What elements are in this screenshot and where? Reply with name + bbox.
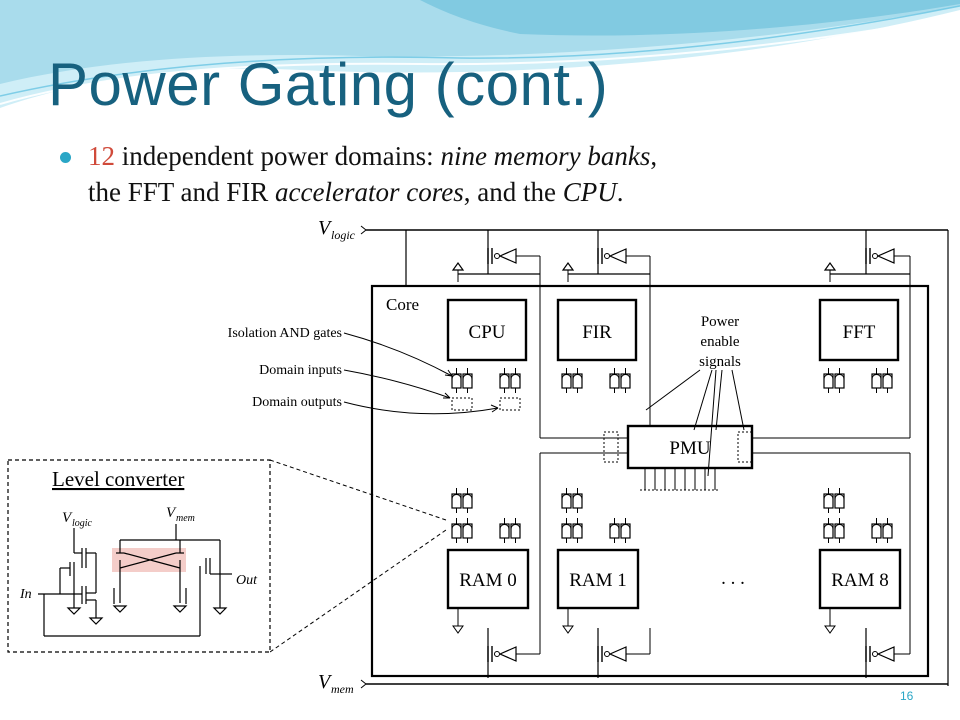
bullet-accelerator-cores: accelerator cores	[275, 177, 464, 207]
fir-block	[556, 298, 638, 362]
bullet-line2: the FFT and FIR	[88, 177, 276, 207]
vlogic-subscript: logic	[331, 228, 356, 242]
fft-output-gates-icon	[871, 367, 893, 394]
bullet-part1: independent power domains:	[115, 141, 441, 171]
callout-arrows	[343, 332, 499, 415]
level-converter-title: Level converter	[52, 467, 184, 491]
power-switch-ram8	[865, 628, 911, 678]
ram1-label: RAM 1	[569, 570, 627, 591]
ram0-block	[446, 548, 530, 610]
fft-label: FFT	[843, 322, 876, 343]
slide-title: Power Gating (cont.)	[48, 51, 609, 118]
power-enable-label-3: signals	[699, 354, 741, 370]
vmem-label: V	[318, 671, 333, 693]
ram8-block	[818, 548, 902, 610]
pmu-right-port	[737, 431, 753, 463]
domain-output-port	[499, 397, 521, 411]
header-wave-decoration	[0, 0, 960, 108]
pmu-left-port	[603, 431, 619, 463]
cpu-label: CPU	[469, 322, 506, 343]
lc-vmem-subscript: mem	[176, 513, 195, 524]
fft-input-gates-icon	[823, 367, 845, 394]
bullet-part3: , and the	[463, 177, 563, 207]
fir-output-gates-icon	[609, 367, 631, 394]
ram1-output-gates-icon	[609, 517, 631, 544]
ram1-block	[556, 548, 640, 610]
cpu-input-gates-icon	[451, 367, 473, 394]
vlogic-label: V	[318, 217, 333, 239]
power-enable-arrows	[645, 369, 745, 477]
bullet-cpu: CPU	[562, 177, 617, 207]
fir-input-gates-icon	[561, 367, 583, 394]
lc-vlogic-subscript: logic	[72, 518, 93, 529]
zoom-line-bottom	[269, 529, 447, 653]
ram0-output-gates-icon	[499, 517, 521, 544]
ram0-upper-gates-icon	[451, 487, 473, 514]
ram8-lower-gates-icon	[823, 517, 845, 544]
vlogic-rail-arrow-icon	[360, 225, 367, 235]
zoom-line-top	[269, 459, 447, 521]
fft-block	[818, 298, 900, 362]
lc-vlogic-label: V	[62, 510, 73, 526]
lc-in-label: In	[19, 587, 32, 602]
bullet-part2: ,	[650, 141, 658, 171]
power-domain-diagram: V logic Core CPU FIR	[7, 217, 949, 696]
bullet-text: 12 independent power domains: nine memor…	[88, 138, 928, 210]
page-number: 16	[900, 689, 914, 703]
fir-supply-arrow-icon	[562, 262, 574, 283]
isolation-gates-label: Isolation AND gates	[228, 326, 342, 341]
fir-label: FIR	[582, 322, 612, 343]
cpu-supply-arrow-icon	[452, 262, 464, 283]
domain-input-port	[451, 397, 473, 411]
vmem-rail-arrow-icon	[360, 679, 367, 689]
bullet-memory-banks: nine memory banks	[440, 141, 651, 171]
domain-count: 12	[88, 141, 115, 171]
ram-supply-arrows	[452, 608, 836, 634]
pmu-enable-signal-lines	[640, 468, 720, 491]
lc-vmem-label: V	[166, 505, 177, 521]
power-enable-label-1: Power	[701, 314, 739, 330]
ram1-upper-gates-icon	[561, 487, 583, 514]
bullet-dot-icon	[60, 152, 71, 163]
ram-ellipsis: . . .	[721, 568, 745, 589]
core-label: Core	[386, 295, 419, 314]
fft-supply-arrow-icon	[824, 262, 836, 283]
domain-inputs-label: Domain inputs	[259, 363, 342, 378]
pmu-label: PMU	[669, 438, 710, 459]
core-boundary	[370, 284, 930, 678]
domain-outputs-label: Domain outputs	[252, 395, 342, 410]
pmu-block	[626, 424, 754, 470]
ram8-upper-gates-icon	[823, 487, 845, 514]
cpu-block	[446, 298, 528, 362]
power-enable-label-2: enable	[700, 334, 739, 350]
ram8-output-gates-icon	[871, 517, 893, 544]
ram8-label: RAM 8	[831, 570, 889, 591]
vmem-subscript: mem	[331, 682, 354, 696]
ram0-label: RAM 0	[459, 570, 517, 591]
lc-transistor-schematic	[38, 524, 232, 637]
bullet-part4: .	[616, 177, 624, 207]
power-switch-ram1	[597, 628, 651, 678]
lc-out-label: Out	[236, 573, 258, 588]
cpu-output-gates-icon	[499, 367, 521, 394]
ram0-lower-gates-icon	[451, 517, 473, 544]
ram1-lower-gates-icon	[561, 517, 583, 544]
power-switch-ram0	[487, 628, 541, 678]
